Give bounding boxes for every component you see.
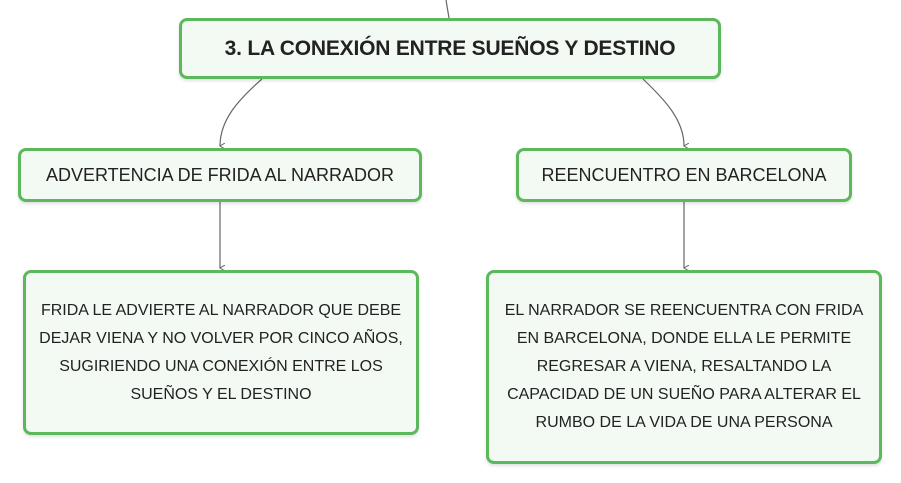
root-node-label: 3. LA CONEXIÓN ENTRE SUEÑOS Y DESTINO bbox=[224, 36, 676, 60]
root-node[interactable]: 3. LA CONEXIÓN ENTRE SUEÑOS Y DESTINO bbox=[179, 18, 721, 79]
branch-node-label: ADVERTENCIA DE FRIDA AL NARRADOR bbox=[45, 164, 395, 185]
connector-root-to-right-branch bbox=[642, 78, 684, 146]
leaf-node-text: FRIDA LE ADVIERTE AL NARRADOR QUE DEBE D… bbox=[39, 301, 403, 403]
connector-root-to-left-branch bbox=[220, 78, 263, 146]
branch-node-label: REENCUENTRO EN BARCELONA bbox=[541, 164, 827, 185]
leaf-node-text: EL NARRADOR SE REENCUENTRA CON FRIDA EN … bbox=[504, 302, 864, 431]
leaf-node-advertencia-detail[interactable]: FRIDA LE ADVIERTE AL NARRADOR QUE DEBE D… bbox=[23, 270, 419, 435]
branch-node-reencuentro[interactable]: REENCUENTRO EN BARCELONA bbox=[516, 148, 852, 202]
branch-node-advertencia[interactable]: ADVERTENCIA DE FRIDA AL NARRADOR bbox=[18, 148, 422, 202]
connector-to-root bbox=[445, 0, 450, 19]
leaf-node-reencuentro-detail[interactable]: EL NARRADOR SE REENCUENTRA CON FRIDA EN … bbox=[486, 270, 882, 464]
